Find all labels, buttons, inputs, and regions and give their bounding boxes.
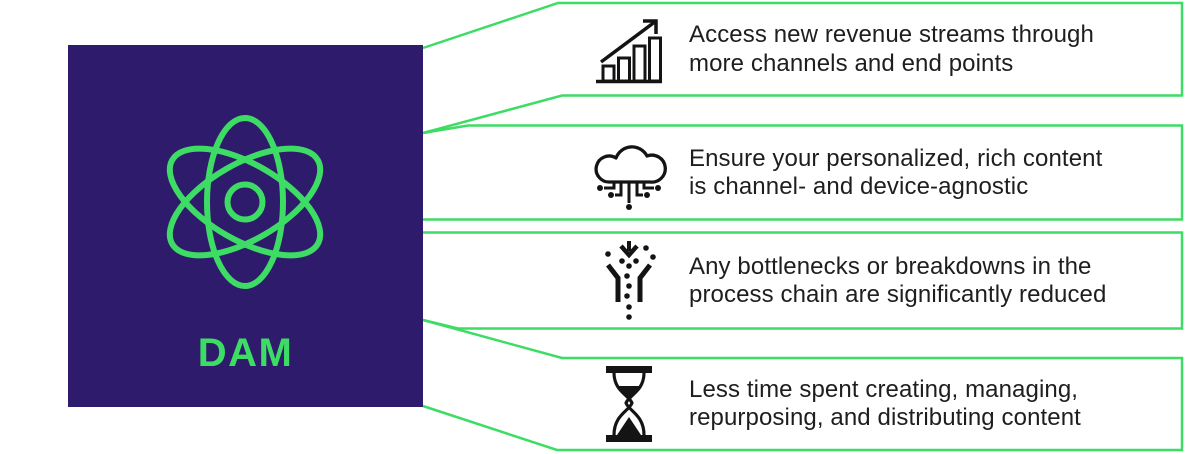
benefit-box-1-outline [422,1,1184,135]
benefit-text-line: Access new revenue streams through [689,21,1094,48]
benefit-text-line: is channel- and device-agnostic [689,173,1029,200]
benefit-text: Access new revenue streams through more … [689,21,1094,78]
funnel-icon [605,241,656,320]
benefit-text-line: Ensure your personalized, rich content [689,144,1103,172]
cloud-circuit-icon [594,145,667,210]
atom-icon [166,115,324,289]
benefit-item-revenue: Access new revenue streams through more … [585,3,1183,96]
benefit-item-content: Ensure your personalized, rich content i… [585,126,1183,220]
dam-tile: DAM [68,45,423,407]
benefit-item-bottlenecks: Any bottlenecks or breakdowns in the pro… [585,233,1183,329]
benefit-box-4-outline [422,318,1184,452]
benefit-text-line: more channels and end points [689,49,1014,77]
trend-chart-icon [596,18,662,83]
benefit-text: Any bottlenecks or breakdowns in the pro… [689,253,1106,310]
dam-label: DAM [197,331,294,375]
hourglass-icon [606,366,652,442]
benefit-text-line: Less time spent creating, managing, [689,375,1079,403]
benefit-item-time: Less time spent creating, managing, repu… [585,358,1183,450]
benefit-text-line: process chain are significantly reduced [689,281,1107,308]
benefit-text: Ensure your personalized, rich content i… [689,145,1102,202]
benefit-text-line: Any bottlenecks or breakdowns in the [689,252,1092,280]
benefit-text: Less time spent creating, managing, repu… [689,376,1081,433]
benefit-text-line: repurposing, and distributing content [689,404,1081,431]
